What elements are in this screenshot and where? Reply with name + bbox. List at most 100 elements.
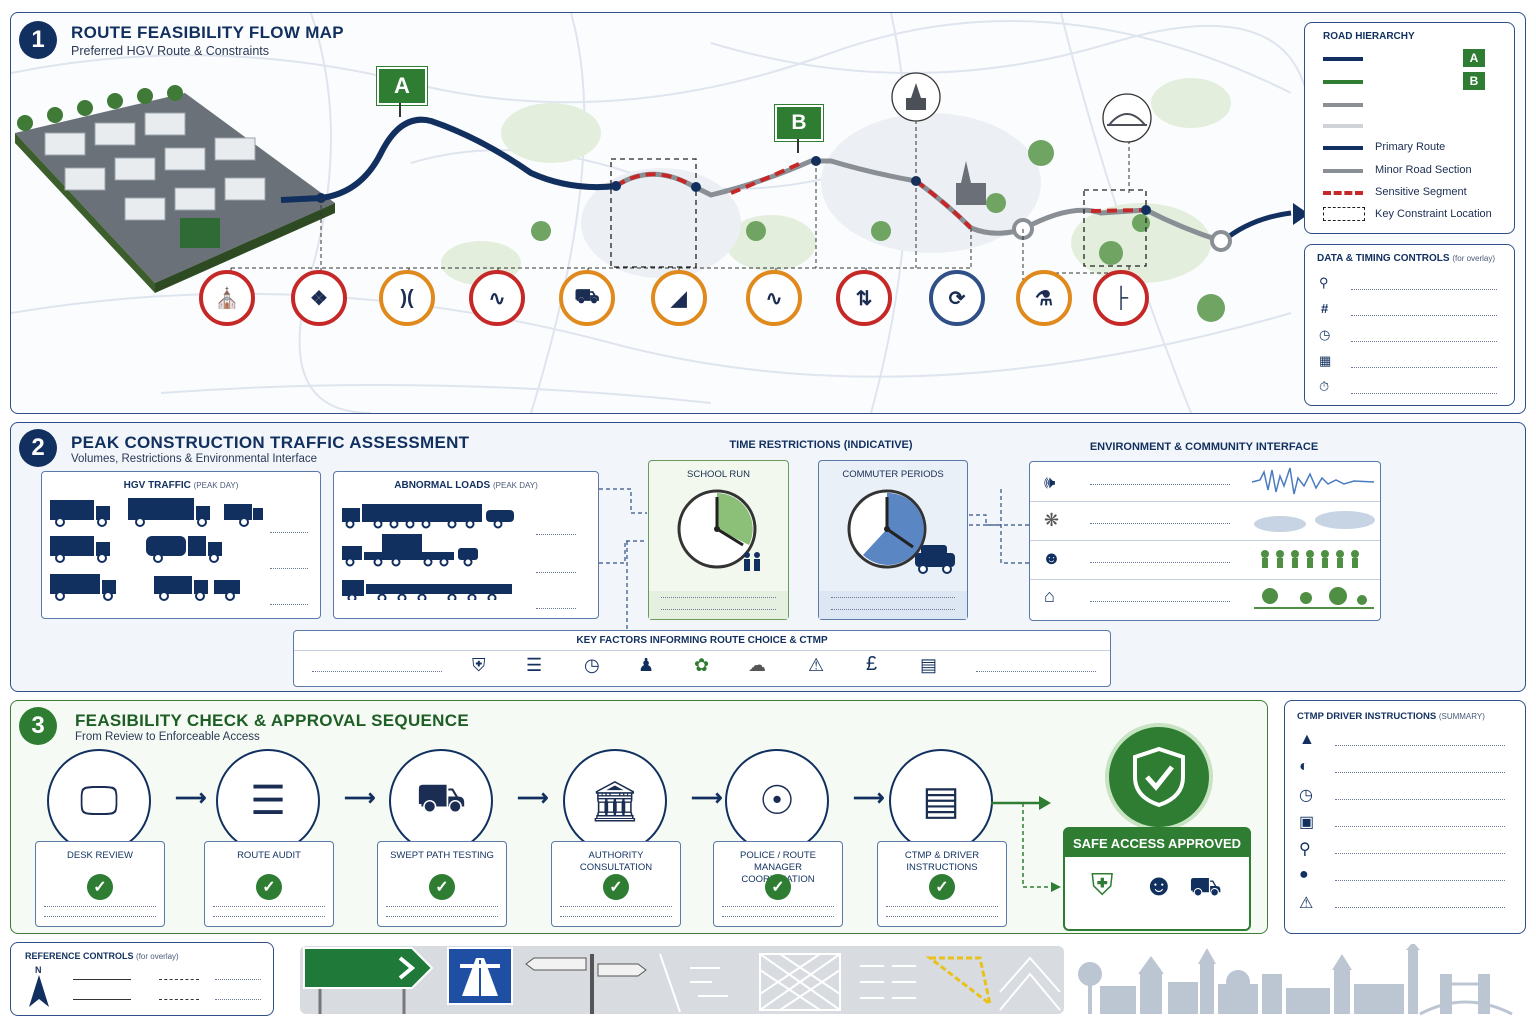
school-run-box: SCHOOL RUN	[648, 460, 789, 620]
step-2-note-1[interactable]	[213, 906, 325, 907]
location-pin-icon: ⚲	[1319, 275, 1329, 290]
env-home-field[interactable]	[1090, 601, 1230, 602]
weather-icon: ☁	[748, 655, 766, 675]
noise-icon: 🕪	[1044, 472, 1056, 492]
section-3-number: 3	[19, 707, 57, 745]
step-5-note-2[interactable]	[722, 916, 834, 917]
scale-dash-1	[159, 979, 199, 980]
ctmp-instruction-5[interactable]	[1335, 853, 1505, 854]
leaf-icon: ✿	[694, 655, 710, 675]
reference-note: (for overlay)	[136, 952, 179, 961]
step-box-6: CTMP & DRIVER INSTRUCTIONS✓	[877, 841, 1007, 927]
data-field-4[interactable]	[1351, 367, 1497, 368]
abnormal-load-icons	[342, 504, 514, 600]
ctmp-instruction-2[interactable]	[1335, 772, 1505, 773]
step-3-note-2[interactable]	[386, 916, 498, 917]
map-background	[11, 13, 1312, 413]
dust-icon: ❋	[1044, 510, 1060, 530]
safe-access-approved-label: SAFE ACCESS APPROVED	[1065, 829, 1249, 857]
authority-icon: 🏛	[563, 749, 667, 853]
legend-label-sensitive: Sensitive Segment	[1375, 186, 1467, 198]
checklist-icon: ▤	[920, 655, 938, 675]
ctmp-instruction-7[interactable]	[1335, 907, 1505, 908]
check-icon: ✓	[87, 874, 113, 900]
step-2-note-2[interactable]	[213, 916, 325, 917]
approved-community-icon: ☻	[1143, 869, 1175, 902]
step-3-note-1[interactable]	[386, 906, 498, 907]
warning-icon: ⚠	[808, 655, 825, 675]
clock-icon: ◷	[1319, 327, 1331, 342]
hgv-count-1[interactable]	[270, 532, 308, 533]
approval-sequence-panel: 3 FEASIBILITY CHECK & APPROVAL SEQUENCE …	[10, 700, 1268, 934]
hgv-count-2[interactable]	[270, 568, 308, 569]
env-community-field[interactable]	[1090, 562, 1230, 563]
warning-icon: ⚠	[1299, 895, 1314, 912]
section-1-title: ROUTE FEASIBILITY FLOW MAP	[71, 23, 344, 42]
step-5-note-1[interactable]	[722, 906, 834, 907]
school-run-clock-icon	[677, 489, 760, 571]
abnormal-count-1[interactable]	[536, 534, 576, 535]
legend-swatch-primary	[1323, 146, 1363, 150]
data-field-1[interactable]	[1351, 289, 1497, 290]
data-field-5[interactable]	[1351, 393, 1497, 394]
pound-icon: £	[866, 653, 878, 675]
key-factor-field-right[interactable]	[976, 671, 1096, 672]
car-icon: ⛟	[559, 270, 615, 326]
abnormal-loads-title: ABNORMAL LOADS	[394, 480, 491, 491]
step-6-note-2[interactable]	[886, 916, 998, 917]
two-way-traffic-icon: ⇅	[836, 270, 892, 326]
ctmp-instruction-4[interactable]	[1335, 826, 1505, 827]
data-timing-controls-panel: DATA & TIMING CONTROLS (for overlay) ⚲ #…	[1304, 244, 1515, 406]
clock-icon: ◷	[584, 655, 600, 675]
commuter-time-2[interactable]	[831, 609, 955, 610]
data-field-3[interactable]	[1351, 341, 1497, 342]
route-marker-a-pole	[399, 103, 401, 117]
route-marker-a: A	[376, 66, 428, 106]
road-icon: ☰	[526, 655, 543, 675]
north-arrow-icon	[29, 975, 49, 1007]
abnormal-count-2[interactable]	[536, 572, 576, 573]
key-factor-field-left[interactable]	[312, 671, 442, 672]
monitor-map-icon: 🖵	[47, 749, 151, 853]
speedometer-icon: ◐	[1299, 758, 1309, 775]
step-box-2: ROUTE AUDIT✓	[204, 841, 334, 927]
step-6-note-1[interactable]	[886, 906, 998, 907]
env-noise-field[interactable]	[1090, 484, 1230, 485]
ctmp-instruction-3[interactable]	[1335, 799, 1505, 800]
ctmp-title: CTMP DRIVER INSTRUCTIONS	[1297, 711, 1437, 722]
school-run-time-1[interactable]	[661, 597, 776, 598]
step-1-note-2[interactable]	[44, 916, 156, 917]
step-4-note-1[interactable]	[560, 906, 672, 907]
commuter-clock-icon	[847, 489, 955, 574]
bridge-icon: ∿	[469, 270, 525, 326]
step-label-1: DESK REVIEW	[67, 850, 133, 861]
ctmp-instruction-1[interactable]	[1335, 745, 1505, 746]
key-factors-title: KEY FACTORS INFORMING ROUTE CHOICE & CTM…	[576, 635, 828, 646]
calendar-icon: ▦	[1319, 353, 1332, 368]
env-dust-field[interactable]	[1090, 523, 1230, 524]
legend-line-primary	[1323, 57, 1363, 61]
step-1-note-1[interactable]	[44, 906, 156, 907]
abnormal-count-3[interactable]	[536, 608, 576, 609]
step-box-4: AUTHORITY CONSULTATION✓	[551, 841, 681, 927]
legend-swatch-minor	[1323, 169, 1363, 173]
commuter-periods-box: COMMUTER PERIODS	[818, 460, 968, 620]
ctmp-instruction-6[interactable]	[1335, 880, 1505, 881]
finger-post-icon	[525, 954, 647, 1014]
commuter-time-1[interactable]	[831, 597, 955, 598]
school-run-time-2[interactable]	[661, 609, 776, 610]
reference-field-1[interactable]	[215, 979, 261, 980]
ctmp-note: (SUMMARY)	[1438, 712, 1485, 721]
legend-line-minor	[1323, 124, 1363, 128]
north-label: N	[35, 965, 42, 975]
data-field-2[interactable]	[1351, 315, 1497, 316]
route-marker-b: B	[774, 104, 824, 142]
environment-title: ENVIRONMENT & COMMUNITY INTERFACE	[1089, 441, 1319, 453]
reference-title: REFERENCE CONTROLS	[25, 951, 134, 961]
reference-field-2[interactable]	[215, 999, 261, 1000]
route-marker-b-pole	[797, 139, 799, 153]
junction-icon: ├	[1093, 270, 1149, 326]
step-4-note-2[interactable]	[560, 916, 672, 917]
hgv-count-3[interactable]	[270, 604, 308, 605]
key-factors-box: KEY FACTORS INFORMING ROUTE CHOICE & CTM…	[293, 630, 1111, 687]
